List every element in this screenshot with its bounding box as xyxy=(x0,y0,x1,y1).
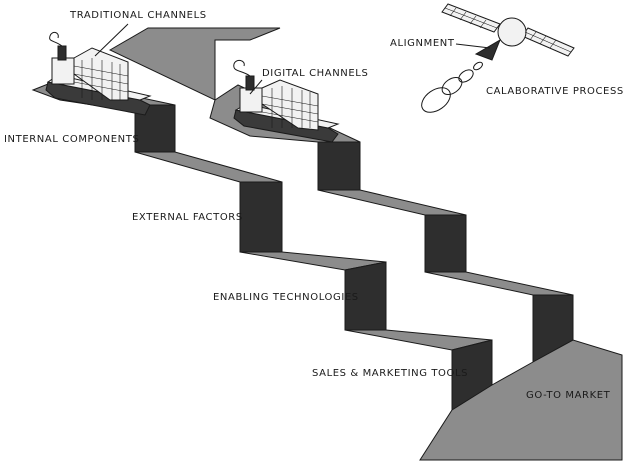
trad-tread-1 xyxy=(134,151,283,183)
label-collaborative-process: CALABORATIVE PROCESS xyxy=(486,86,624,97)
digital-riser-1 xyxy=(317,141,361,191)
digital-ship-cabin xyxy=(239,87,263,113)
label-go-to-market: GO-TO MARKET xyxy=(526,390,611,401)
traditional-ship xyxy=(45,31,152,116)
satellite-dish xyxy=(474,38,502,61)
label-digital-channels: DIGITAL CHANNELS xyxy=(262,68,369,79)
label-enabling-technologies: ENABLING TECHNOLOGIES xyxy=(213,292,359,303)
leader-traditional xyxy=(94,23,129,57)
satellite-signal xyxy=(421,61,483,113)
digital-ship-cargo xyxy=(261,79,319,131)
go-to-market-plateau xyxy=(419,339,623,461)
signal-ring-1 xyxy=(473,61,483,71)
digital-tread-2 xyxy=(317,189,467,216)
label-traditional-channels: TRADITIONAL CHANNELS xyxy=(70,10,207,21)
label-internal-components: INTERNAL COMPONENTS xyxy=(4,134,140,145)
digital-riser-2 xyxy=(424,214,467,273)
leader-alignment xyxy=(455,43,491,49)
label-sales-marketing-tools: SALES & MARKETING TOOLS xyxy=(312,368,469,379)
digital-ship xyxy=(233,59,340,143)
label-alignment: ALIGNMENT xyxy=(390,38,455,49)
signal-ring-4 xyxy=(421,87,451,113)
leader-lines xyxy=(94,23,491,95)
trad-ship-cabin xyxy=(51,57,75,85)
satellite xyxy=(441,3,575,61)
signal-ring-2 xyxy=(458,69,474,83)
trad-ship-stack xyxy=(57,45,67,61)
trad-ship-smoke xyxy=(49,31,63,47)
trad-ship-cargo xyxy=(73,47,129,101)
digital-tread-3 xyxy=(424,271,574,296)
label-external-factors: EXTERNAL FACTORS xyxy=(132,212,243,223)
signal-ring-3 xyxy=(441,76,463,96)
digital-ship-stack xyxy=(245,75,255,91)
trad-riser-1 xyxy=(239,181,283,253)
digital-ship-smoke xyxy=(233,59,251,77)
satellite-body xyxy=(497,17,527,47)
leader-digital xyxy=(249,79,263,95)
trad-ship-cargo-grid xyxy=(73,58,129,100)
satellite-panel-grid xyxy=(444,7,572,53)
digital-ship-cargo-grid xyxy=(261,86,319,128)
